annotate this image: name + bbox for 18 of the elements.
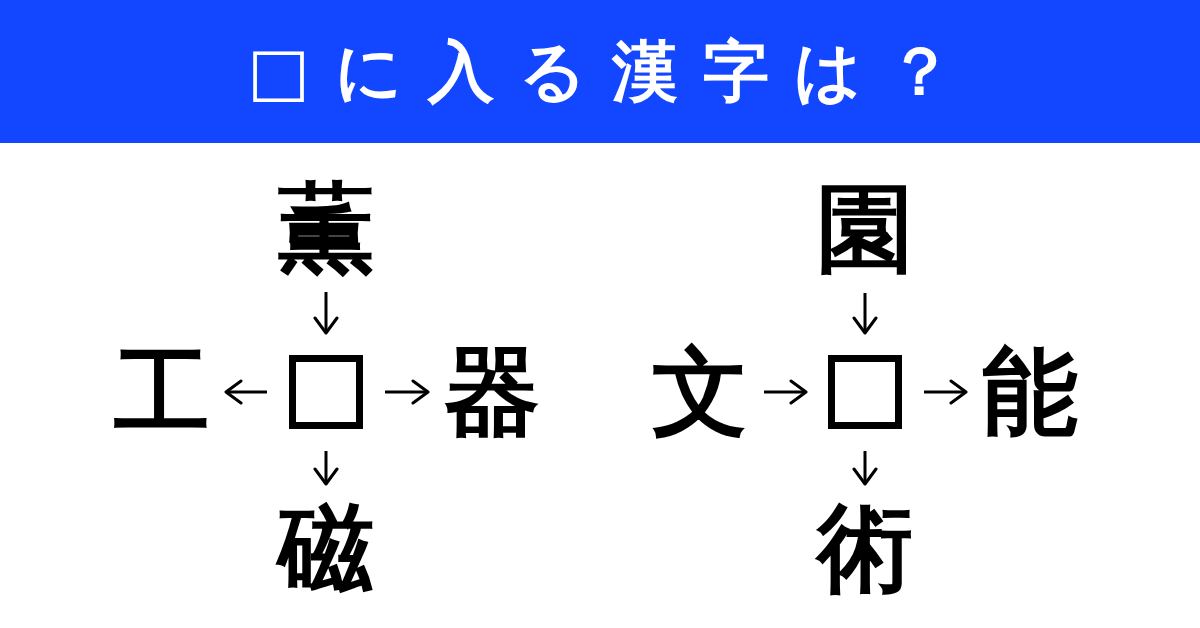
kanji-character: 園 bbox=[817, 181, 913, 277]
kanji-character: 能 bbox=[982, 344, 1078, 440]
answer-box bbox=[828, 355, 902, 429]
arrow bbox=[313, 292, 339, 335]
arrow bbox=[385, 379, 430, 405]
arrow bbox=[924, 379, 968, 405]
kanji-character: 薫 bbox=[278, 180, 374, 276]
title: □に入る漢字は？ bbox=[247, 31, 978, 112]
arrow bbox=[764, 379, 808, 405]
arrow bbox=[852, 293, 878, 335]
arrow bbox=[313, 451, 339, 486]
kanji-character: 術 bbox=[817, 500, 913, 596]
kanji-character: 器 bbox=[444, 344, 540, 440]
answer-box bbox=[289, 355, 363, 429]
kanji-character: 工 bbox=[114, 344, 210, 440]
arrow bbox=[224, 379, 267, 405]
arrow bbox=[852, 451, 878, 486]
kanji-character: 文 bbox=[652, 344, 748, 440]
